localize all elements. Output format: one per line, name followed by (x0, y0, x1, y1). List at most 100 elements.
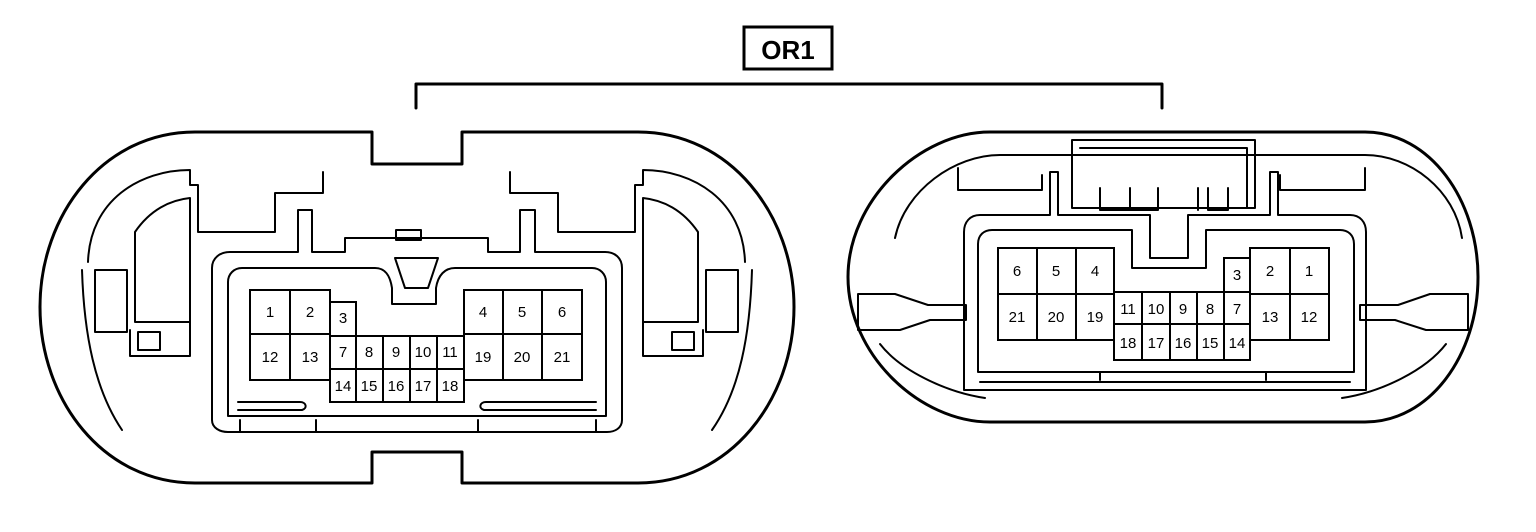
right-pin-grid: 6 5 4 21 20 19 11 10 9 8 7 18 (997, 247, 1330, 361)
left-inner-arc-right (711, 269, 753, 431)
left-ear-tab-left (137, 331, 161, 351)
left-ear-left (134, 197, 191, 323)
left-pin-cell (463, 333, 504, 381)
left-pin-label: 7 (339, 344, 347, 361)
left-ear-block-right (705, 269, 739, 333)
right-pin-label: 3 (1233, 267, 1241, 284)
left-pin-label: 15 (361, 378, 378, 395)
right-pin-label: 15 (1202, 335, 1219, 352)
right-pin-label: 12 (1301, 309, 1318, 326)
left-connector-shell (38, 130, 796, 485)
left-foot-left (239, 419, 317, 433)
right-rail-left (857, 293, 967, 331)
left-inner-arc-left (81, 269, 123, 431)
left-pin-label: 8 (365, 344, 373, 361)
title-box (742, 25, 834, 71)
right-housing-outer (963, 171, 1367, 391)
left-pin-label: 4 (479, 304, 487, 321)
left-pin-label: 12 (262, 349, 279, 366)
left-pin-cell (409, 335, 438, 370)
right-pin-cell (1075, 293, 1115, 341)
right-pin-cell (1223, 257, 1251, 293)
right-pin-label: 5 (1052, 263, 1060, 280)
right-lower-arc-right (1341, 343, 1447, 399)
right-connector-shell (846, 130, 1480, 424)
bracket-line (414, 82, 1164, 110)
right-pin-label: 20 (1048, 309, 1065, 326)
right-pin-label: 11 (1120, 301, 1136, 318)
left-pin-cell (355, 368, 384, 403)
left-pin-label: 6 (558, 304, 566, 321)
left-ear-right (642, 197, 699, 323)
left-slot-right (479, 401, 597, 411)
right-pin-label: 1 (1305, 263, 1313, 280)
right-pin-label: 10 (1148, 301, 1165, 318)
right-pin-label: 13 (1262, 309, 1279, 326)
right-inner-tabs (957, 167, 1366, 191)
right-top-cap (1071, 139, 1256, 209)
right-housing-inner (977, 229, 1355, 373)
right-pin-label: 19 (1087, 309, 1104, 326)
left-pin-label: 18 (442, 378, 459, 395)
right-pin-cell (1113, 323, 1143, 361)
right-pin-label: 14 (1229, 335, 1246, 352)
right-housing-notches (1099, 371, 1267, 381)
left-housing-inner (227, 267, 607, 417)
left-connector: 1 2 12 13 3 7 8 9 10 11 14 15 (38, 130, 796, 485)
right-pin-cell (1169, 323, 1198, 361)
left-ear-frame-right (642, 231, 704, 357)
left-pin-cell (463, 289, 504, 335)
right-inner-upper (894, 154, 1463, 239)
right-rail-right (1359, 293, 1469, 331)
connector-title-label: OR1 (742, 25, 834, 71)
right-pin-label: 7 (1233, 301, 1241, 318)
right-lower-arc-left (879, 343, 986, 399)
left-pin-label: 19 (475, 349, 492, 366)
left-pin-label: 1 (266, 304, 274, 321)
left-pin-cell (329, 301, 357, 337)
right-pin-cell (1289, 293, 1330, 341)
right-connector: 6 5 4 21 20 19 11 10 9 8 7 18 (846, 130, 1480, 424)
left-pin-cell (436, 368, 465, 403)
left-housing-outer (211, 209, 623, 433)
left-pin-label: 11 (442, 344, 458, 361)
left-pin-label: 10 (415, 344, 432, 361)
title-text: OR1 (761, 35, 814, 65)
right-pin-label: 8 (1206, 301, 1214, 318)
left-pin-label: 9 (392, 344, 400, 361)
left-pin-label: 16 (388, 378, 405, 395)
right-pin-label: 6 (1013, 263, 1021, 280)
left-inner-upper-left (87, 169, 324, 263)
right-pin-cell (1289, 247, 1330, 295)
right-pin-label: 4 (1091, 263, 1099, 280)
right-pin-label: 21 (1009, 309, 1026, 326)
left-pin-label: 14 (335, 378, 352, 395)
right-pin-cell (1036, 293, 1077, 341)
left-pin-cell (409, 368, 438, 403)
left-pin-label: 17 (415, 378, 432, 395)
right-pin-label: 17 (1148, 335, 1165, 352)
left-pin-label: 3 (339, 310, 347, 327)
right-pin-label: 9 (1179, 301, 1187, 318)
left-ear-frame-left (129, 231, 191, 357)
left-pin-label: 5 (518, 304, 526, 321)
right-pin-cell (1223, 323, 1251, 361)
left-pin-label: 21 (554, 349, 571, 366)
right-pin-cell (1196, 291, 1225, 325)
left-ear-block-left (94, 269, 128, 333)
left-latch-top (395, 229, 422, 241)
left-foot-right (477, 419, 597, 433)
right-pin-label: 16 (1175, 335, 1192, 352)
left-pin-cell (541, 333, 583, 381)
left-pin-grid: 1 2 12 13 3 7 8 9 10 11 14 15 (249, 289, 583, 403)
right-cap-ribs (1099, 187, 1229, 211)
left-pin-cell (382, 368, 411, 403)
left-slot-left (237, 401, 307, 411)
right-top-cap-inner (1079, 147, 1248, 209)
left-pin-label: 20 (514, 349, 531, 366)
left-latch (394, 257, 439, 289)
right-pin-label: 2 (1266, 263, 1274, 280)
left-ear-tab-right (671, 331, 695, 351)
left-pin-label: 2 (306, 304, 314, 321)
